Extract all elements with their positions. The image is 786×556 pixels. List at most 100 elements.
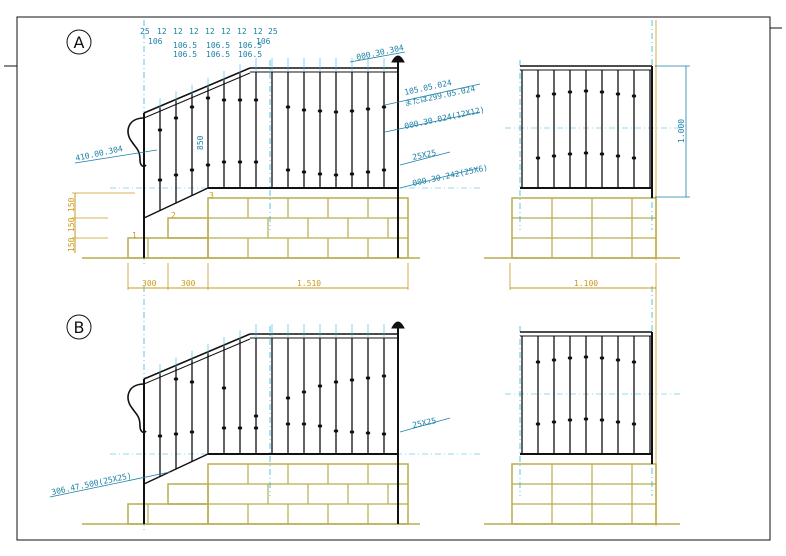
bottom-dim-2: 300	[181, 279, 196, 288]
section-mark-a-label: A	[74, 33, 85, 52]
baluster-ornament-15	[173, 173, 179, 177]
side-ornament-1	[551, 358, 557, 362]
side-ornament-2	[567, 356, 573, 360]
side-ornament-0	[535, 360, 541, 364]
label-a6: 000.30.242(25X6)	[412, 163, 489, 188]
baluster-ornament-0	[157, 128, 163, 132]
dim-mid-2: 106.5	[173, 41, 197, 50]
step-number-1: 1	[132, 231, 137, 240]
baluster-ornament-24	[333, 173, 339, 177]
side-ornament-7	[535, 422, 541, 426]
leaders-a	[74, 51, 481, 189]
baluster-ornament-11	[157, 434, 163, 438]
baluster-ornament-5	[301, 390, 307, 394]
step-block-1	[127, 237, 209, 259]
side-ornament-13	[631, 156, 637, 160]
section-mark-b-label: B	[74, 318, 85, 337]
side-ornament-4	[599, 356, 605, 360]
baluster-ornament-0	[173, 377, 179, 381]
baluster-ornament-8	[349, 378, 355, 382]
side-ornament-2	[567, 90, 573, 94]
side-stone	[511, 197, 657, 259]
dim-low-2: 106.5	[206, 50, 230, 59]
handrail-slope	[143, 67, 251, 114]
landing-block	[207, 463, 409, 525]
section-mark-b[interactable]: B	[66, 314, 92, 340]
baluster-ornament-9	[365, 376, 371, 380]
baluster-ornament-17	[285, 422, 291, 426]
side-ornament-1	[551, 92, 557, 96]
bottom-dim-1: 300	[142, 279, 157, 288]
handrail-slope-under	[143, 338, 251, 385]
handrail-volute	[127, 383, 147, 434]
leaders-b	[49, 417, 451, 498]
dim-top-5: 12	[205, 27, 215, 36]
baluster-ornament-27	[381, 168, 387, 172]
side-ornament-5	[615, 358, 621, 362]
step-block-1	[127, 503, 209, 525]
baluster-ornament-23	[317, 172, 323, 176]
handrail-slope	[143, 333, 251, 380]
baluster-ornament-20	[333, 429, 339, 433]
side-ornament-10	[583, 151, 589, 155]
top-dimension-chain: 25 12 12 12 12 12 12 12 25 106 106.5 106…	[140, 27, 278, 59]
dim-top-6: 12	[221, 27, 231, 36]
step-number-3: 3	[209, 191, 214, 200]
baluster-ornament-2	[221, 386, 227, 390]
baluster-ornament-11	[349, 109, 355, 113]
post-finial	[391, 321, 405, 329]
label-b1: 25X25	[412, 416, 438, 430]
dim-top-3: 12	[173, 27, 183, 36]
label-a8: 850	[196, 135, 205, 150]
post-finial	[391, 55, 405, 63]
baluster-ornament-12	[365, 107, 371, 111]
baluster-ornament-3	[205, 96, 211, 100]
side-ornament-5	[615, 92, 621, 96]
height-dimensions: 150 150 150	[67, 192, 135, 253]
side-stone	[511, 463, 657, 525]
side-ornament-13	[631, 422, 637, 426]
sheet-frame	[16, 16, 771, 541]
baluster-ornament-16	[189, 168, 195, 172]
side-height-dim: 1.000	[677, 119, 686, 143]
step-number-2: 2	[171, 211, 176, 220]
side-ornament-4	[599, 90, 605, 94]
side-ornament-11	[599, 418, 605, 422]
label-a4: 000.30.024(12X12)	[404, 105, 486, 131]
dim-top-9: 25	[268, 27, 278, 36]
side-ornament-9	[567, 152, 573, 156]
baluster-ornament-4	[285, 396, 291, 400]
height-dim-top: 150	[67, 197, 76, 212]
side-height-dimension: 1.000	[655, 65, 690, 198]
baluster-ornament-23	[381, 432, 387, 436]
side-width-dim: 1.100	[574, 279, 598, 288]
baluster-ornament-15	[237, 426, 243, 430]
baluster-ornament-1	[189, 380, 195, 384]
dim-mid-3: 106.5	[206, 41, 230, 50]
side-ornament-0	[535, 94, 541, 98]
dim-top-8: 12	[253, 27, 263, 36]
baluster-ornament-10	[333, 110, 339, 114]
label-a7: 410.00.304	[75, 144, 124, 163]
bottom-dimensions: 300 300 1.510 1.100	[127, 263, 657, 290]
side-ornament-6	[631, 360, 637, 364]
side-ornament-11	[599, 152, 605, 156]
side-ornament-12	[615, 154, 621, 158]
height-dim-low: 150	[67, 237, 76, 252]
dim-mid-4: 106.5	[238, 41, 262, 50]
dim-top-1: 25	[140, 27, 150, 36]
side-ornament-8	[551, 420, 557, 424]
dim-low-3: 106.5	[238, 50, 262, 59]
baluster-ornament-25	[349, 172, 355, 176]
side-ornament-3	[583, 355, 589, 359]
baluster-ornament-19	[237, 160, 243, 164]
section-mark-a[interactable]: A	[66, 29, 92, 55]
side-ornament-7	[535, 156, 541, 160]
side-ornament-8	[551, 154, 557, 158]
baluster-ornament-19	[317, 424, 323, 428]
baluster-ornament-4	[221, 98, 227, 102]
baluster-ornament-22	[365, 431, 371, 435]
baluster-ornament-6	[317, 384, 323, 388]
baluster-ornament-13	[189, 430, 195, 434]
step-block-2	[167, 217, 209, 239]
